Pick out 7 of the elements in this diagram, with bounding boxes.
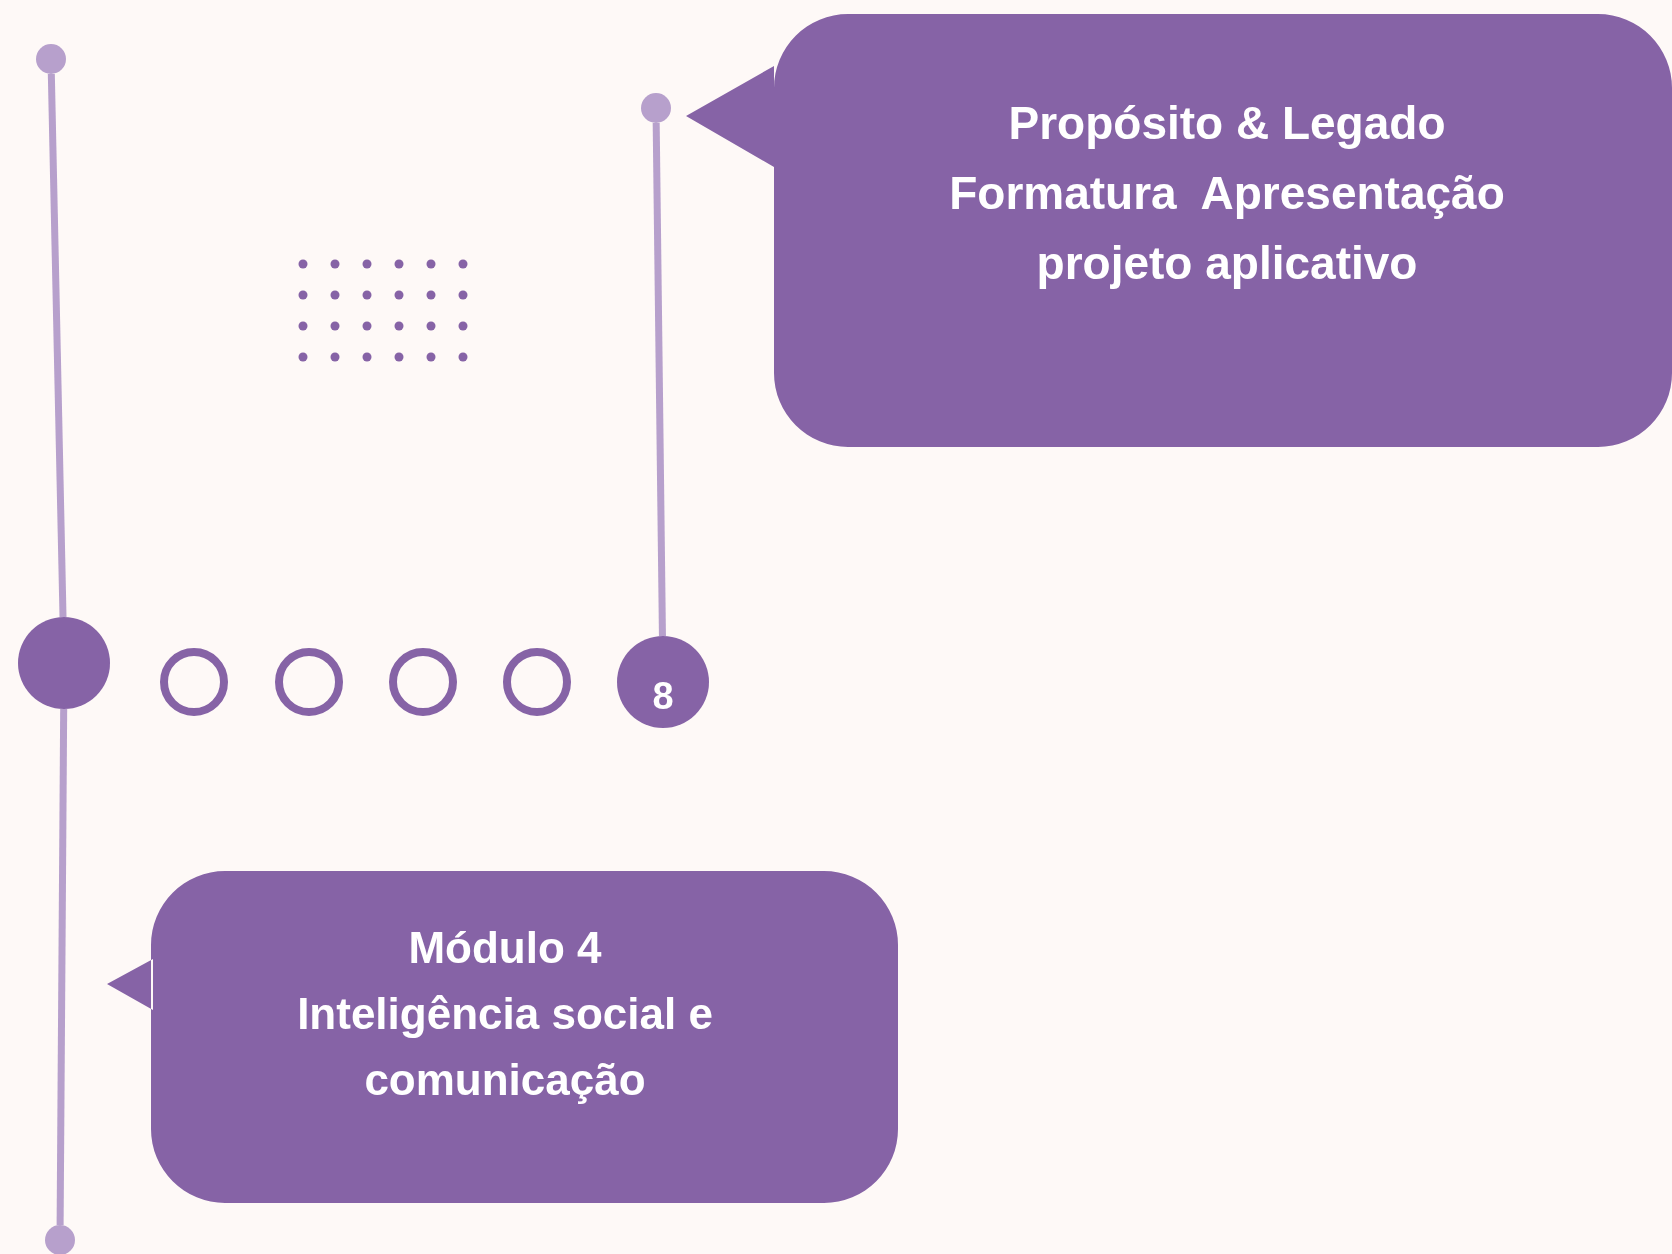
callout-text: Propósito & Legado Formatura Apresentação projeto aplicativo xyxy=(948,96,1506,291)
callout-text: Inteligência social e comunicação xyxy=(296,988,714,1106)
connector-line xyxy=(47,73,67,618)
connector-line xyxy=(56,708,68,1226)
callout-heading: Módulo 4 xyxy=(407,922,603,974)
connector-line xyxy=(652,122,666,637)
step-number: 8 xyxy=(651,674,675,718)
